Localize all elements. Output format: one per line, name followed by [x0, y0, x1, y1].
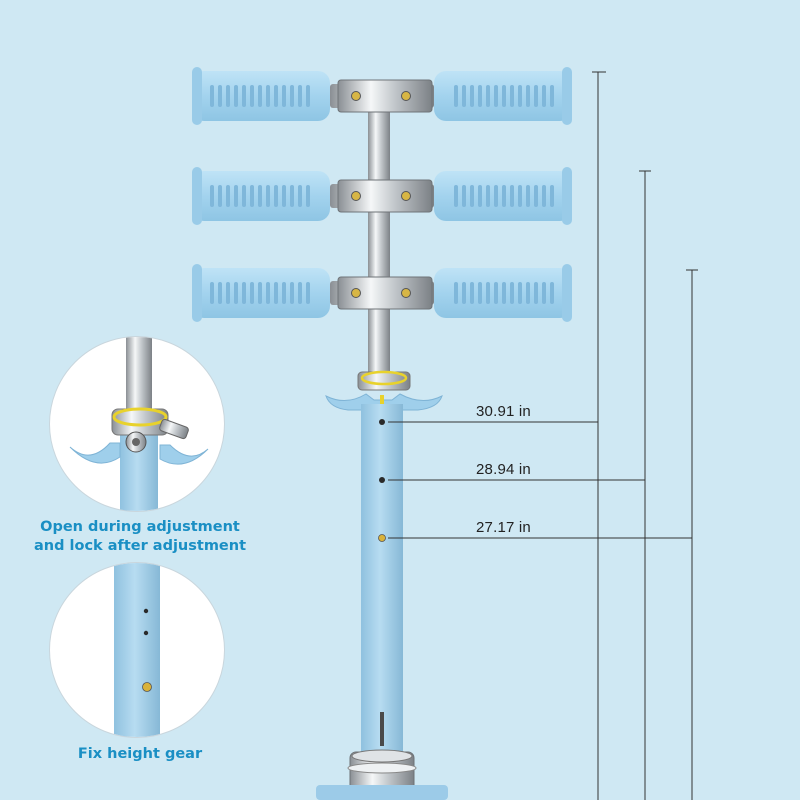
- lower-tube: [361, 404, 403, 754]
- clamp-caption-line1: Open during adjustment: [40, 519, 240, 535]
- dimension-lines: [388, 71, 698, 800]
- clamp-caption-line2: and lock after adjustment: [33, 538, 247, 554]
- clamp-detail-icon: [69, 337, 209, 511]
- clamp-caption: Open during adjustment and lock after ad…: [0, 518, 280, 556]
- gear-caption: Fix height gear: [77, 746, 203, 762]
- height-label-low: 27.17 in: [476, 519, 531, 536]
- clamp: [325, 370, 443, 413]
- gear-zoom-circle: [49, 562, 225, 738]
- height-label-mid: 28.94 in: [476, 461, 531, 478]
- steel-stem: [368, 100, 390, 385]
- height-gear-detail-icon: [114, 563, 160, 737]
- clamp-zoom-circle: [49, 336, 225, 512]
- height-label-high: 30.91 in: [476, 403, 531, 420]
